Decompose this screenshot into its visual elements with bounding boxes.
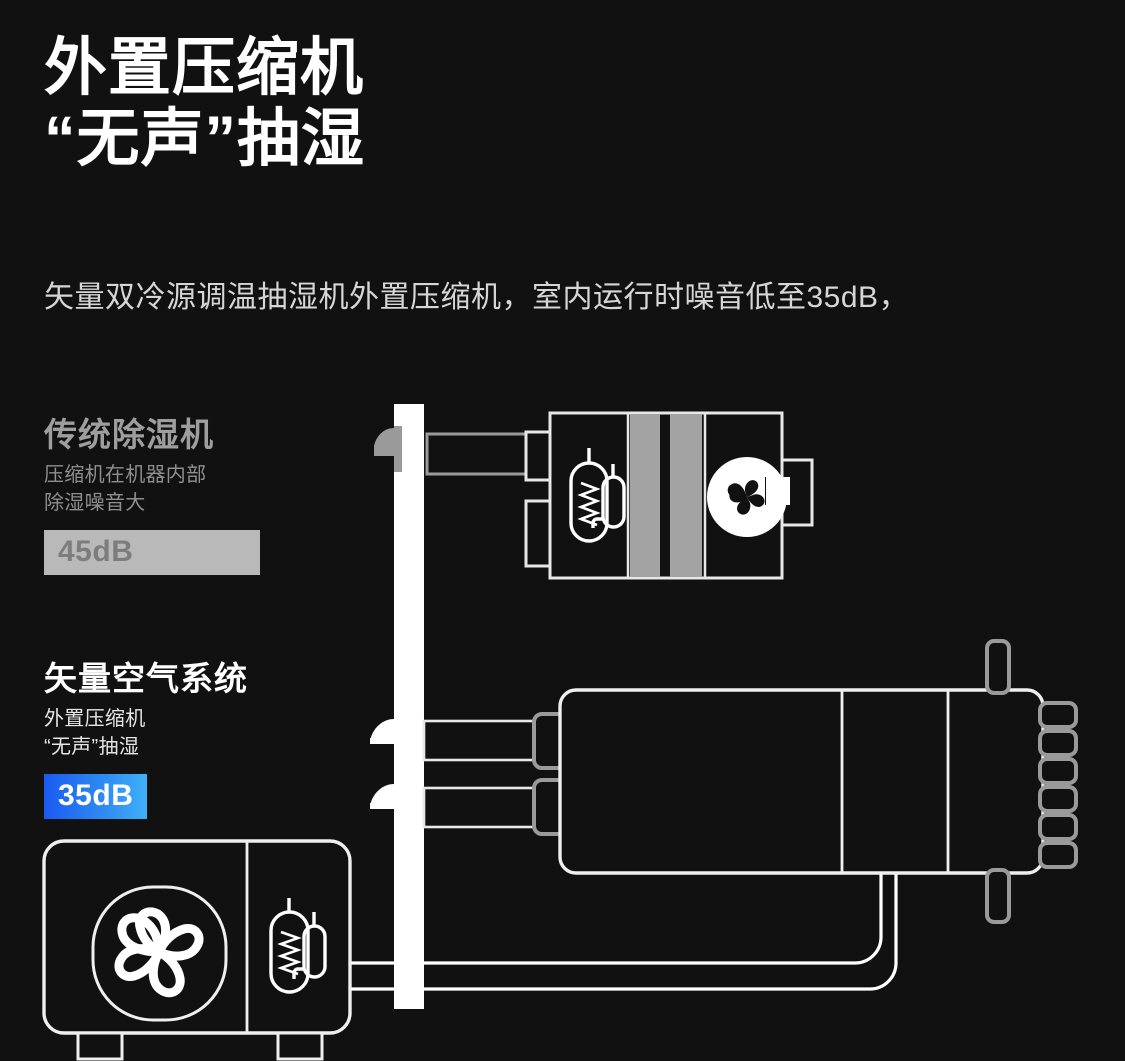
top-unit-body [548,411,784,580]
vector-desc-line2: “无声”抽湿 [44,736,140,759]
top-unit-connector-tabs [524,430,558,568]
vector-title: 矢量空气系统 [44,660,248,697]
vector-desc-line1: 外置压缩机 [44,707,146,730]
vector-noise-badge: 35dB [44,773,148,819]
legacy-title: 传统除湿机 [44,416,214,453]
wall [370,404,424,1009]
outdoor-compressor-unit [42,839,352,1061]
top-unit-outlet [780,458,814,527]
bottom-unit-ducts [422,719,546,829]
comparison-block-legacy: 传统除湿机 压缩机在机器内部 除湿噪音大 45dB [44,416,260,575]
bottom-unit-stubs [985,639,1011,924]
legacy-noise-badge: 45dB [44,529,260,575]
fan-blades [727,480,765,515]
top-unit-duct [425,432,549,476]
bottom-unit-fins [1038,701,1078,869]
comparison-block-vector: 矢量空气系统 外置压缩机 “无声”抽湿 35dB [44,660,248,819]
refrigerant-pipes [350,874,898,991]
legacy-desc-line2: 除湿噪音大 [44,492,146,515]
legacy-desc-line1: 压缩机在机器内部 [44,463,207,486]
compressor-icon-top [569,448,626,543]
bottom-unit-connector-tabs [532,712,572,836]
wall-hook-middle [370,719,394,741]
page-subcopy: 矢量双冷源调温抽湿机外置压缩机，室内运行时噪音低至35dB， [44,281,910,314]
fan-icon-outdoor [114,907,204,998]
heat-exchanger-panel-2 [670,414,702,577]
bottom-unit-body [558,688,1045,875]
wall-hook-top [374,428,394,456]
wall-hook-bottom [370,784,394,806]
page-title: 外置压缩机 “无声”抽湿 [44,33,365,174]
heat-exchanger-panel-1 [630,414,660,577]
blower-fan-icon-top [707,457,790,537]
compressor-icon-outdoor [269,898,327,994]
